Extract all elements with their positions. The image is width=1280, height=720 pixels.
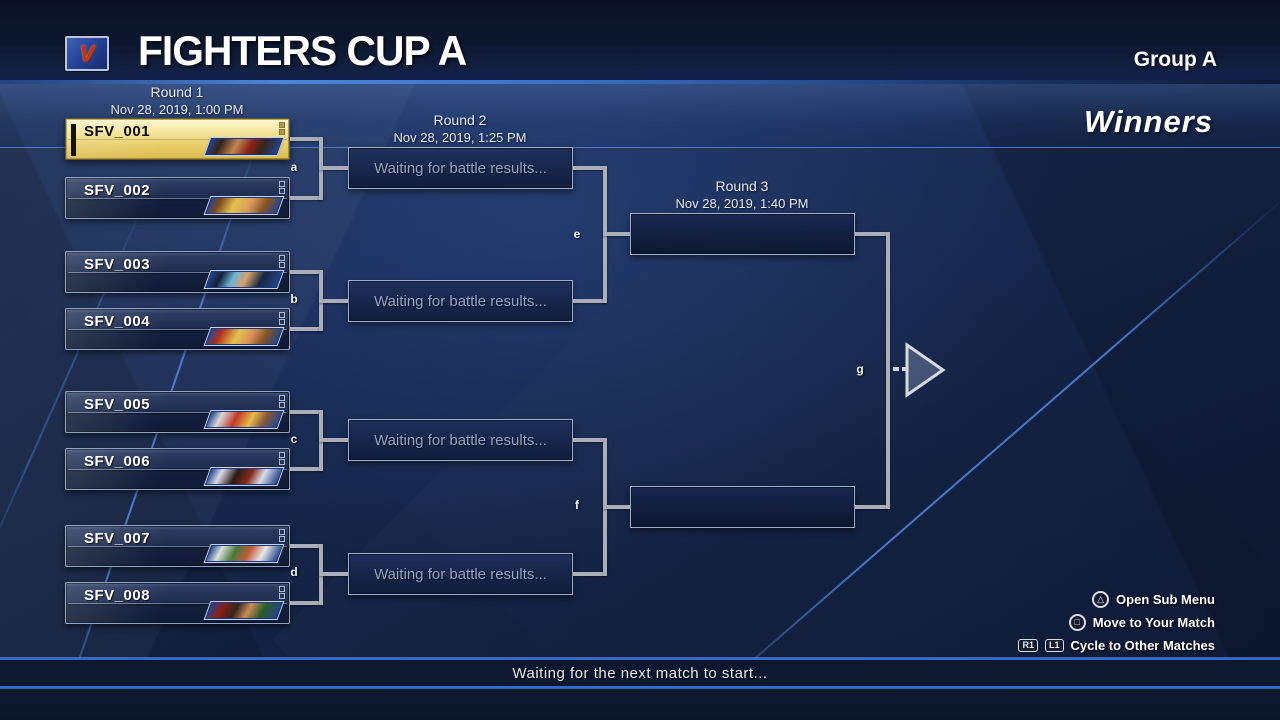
rank-icons (279, 529, 285, 542)
round2-match-box-1[interactable]: Waiting for battle results... (348, 147, 573, 189)
rank-icons (279, 452, 285, 465)
square-button-icon: □ (1068, 613, 1086, 631)
rank-icons (279, 312, 285, 325)
rank-icons (279, 395, 285, 408)
player-card-6[interactable]: SFV_006 (65, 448, 290, 490)
bracket-line (290, 196, 323, 200)
match-label-g: g (856, 362, 864, 376)
character-portrait (203, 601, 285, 620)
bracket-dash (893, 367, 899, 371)
rank-icons (279, 255, 285, 268)
r1-button-badge: R1 (1018, 638, 1038, 652)
bracket-line (573, 166, 607, 170)
bracket-line (886, 232, 890, 509)
player-card-1[interactable]: SFV_001 (65, 118, 290, 160)
bracket-line (290, 137, 323, 141)
bracket-line (855, 505, 890, 509)
player-card-8[interactable]: SFV_008 (65, 582, 290, 624)
player-card-7[interactable]: SFV_007 (65, 525, 290, 567)
player-name: SFV_006 (84, 453, 151, 470)
rank-icons (279, 122, 285, 135)
round3-match-box-2[interactable] (630, 486, 855, 528)
sfv-logo-icon: V (65, 36, 109, 71)
winners-heading: Winners (1083, 104, 1213, 139)
status-message: Waiting for the next match to start... (512, 664, 768, 682)
player-name: SFV_002 (84, 182, 151, 199)
hint-move-to-your-match[interactable]: □ Move to Your Match (1068, 613, 1215, 631)
character-portrait (203, 410, 285, 429)
player-name: SFV_007 (84, 530, 151, 547)
status-bar: Waiting for the next match to start... (0, 658, 1280, 688)
match-label-b: b (290, 292, 298, 306)
player-name: SFV_003 (84, 256, 151, 273)
bracket-line (855, 232, 890, 236)
round2-name: Round 2 (433, 112, 487, 128)
bracket-line (603, 232, 630, 236)
round3-match-box-1[interactable] (630, 213, 855, 255)
bracket-dash (902, 367, 908, 371)
bracket-line (290, 544, 323, 548)
bracket-line (290, 270, 323, 274)
player-card-5[interactable]: SFV_005 (65, 391, 290, 433)
bracket-line (319, 572, 348, 576)
group-label: Group A (1133, 48, 1217, 71)
round2-datetime: Nov 28, 2019, 1:25 PM (393, 130, 527, 145)
player-name: SFV_005 (84, 396, 151, 413)
bracket-line (290, 327, 323, 331)
bracket-line (319, 438, 348, 442)
bracket-line (290, 601, 323, 605)
character-portrait (203, 137, 285, 156)
selection-bar (71, 124, 76, 156)
player-card-2[interactable]: SFV_002 (65, 177, 290, 219)
player-name: SFV_008 (84, 587, 151, 604)
match-label-f: f (575, 498, 579, 512)
round2-match-box-2[interactable]: Waiting for battle results... (348, 280, 573, 322)
round2-match-box-4[interactable]: Waiting for battle results... (348, 553, 573, 595)
round3-datetime: Nov 28, 2019, 1:40 PM (675, 196, 809, 211)
bracket-line (290, 410, 323, 414)
round1-name: Round 1 (150, 84, 204, 100)
character-portrait (203, 196, 285, 215)
rank-icons (279, 586, 285, 599)
bracket-line (573, 438, 607, 442)
winner-arrow-icon (905, 342, 946, 398)
player-name: SFV_004 (84, 313, 151, 330)
character-portrait (203, 467, 285, 486)
triangle-button-icon: △ (1092, 590, 1110, 608)
header-bar (0, 0, 1280, 80)
page-title: FIGHTERS CUP A (138, 27, 467, 74)
round3-header: Round 3 Nov 28, 2019, 1:40 PM (622, 178, 862, 211)
character-portrait (203, 544, 285, 563)
header-divider (0, 80, 1280, 84)
round1-header: Round 1 Nov 28, 2019, 1:00 PM (57, 84, 297, 117)
player-name: SFV_001 (84, 123, 151, 140)
round1-datetime: Nov 28, 2019, 1:00 PM (110, 102, 244, 117)
character-portrait (203, 327, 285, 346)
bracket-line (319, 166, 348, 170)
bracket-line (603, 505, 630, 509)
l1-button-badge: L1 (1044, 638, 1064, 652)
bracket-line (290, 467, 323, 471)
bracket-line (319, 299, 348, 303)
round2-match-box-3[interactable]: Waiting for battle results... (348, 419, 573, 461)
rank-icons (279, 181, 285, 194)
bracket-line (573, 572, 607, 576)
match-label-c: c (290, 432, 298, 446)
player-card-3[interactable]: SFV_003 (65, 251, 290, 293)
match-label-a: a (290, 160, 298, 174)
footer-strip (0, 688, 1280, 720)
hint-open-sub-menu[interactable]: △ Open Sub Menu (1092, 590, 1215, 608)
bracket-line (573, 299, 607, 303)
round3-name: Round 3 (715, 178, 769, 194)
match-label-d: d (290, 565, 298, 579)
character-portrait (203, 270, 285, 289)
match-label-e: e (573, 227, 581, 241)
hint-cycle-to-other-matches[interactable]: R1 L1 Cycle to Other Matches (1018, 636, 1215, 654)
player-card-4[interactable]: SFV_004 (65, 308, 290, 350)
round2-header: Round 2 Nov 28, 2019, 1:25 PM (340, 112, 580, 145)
